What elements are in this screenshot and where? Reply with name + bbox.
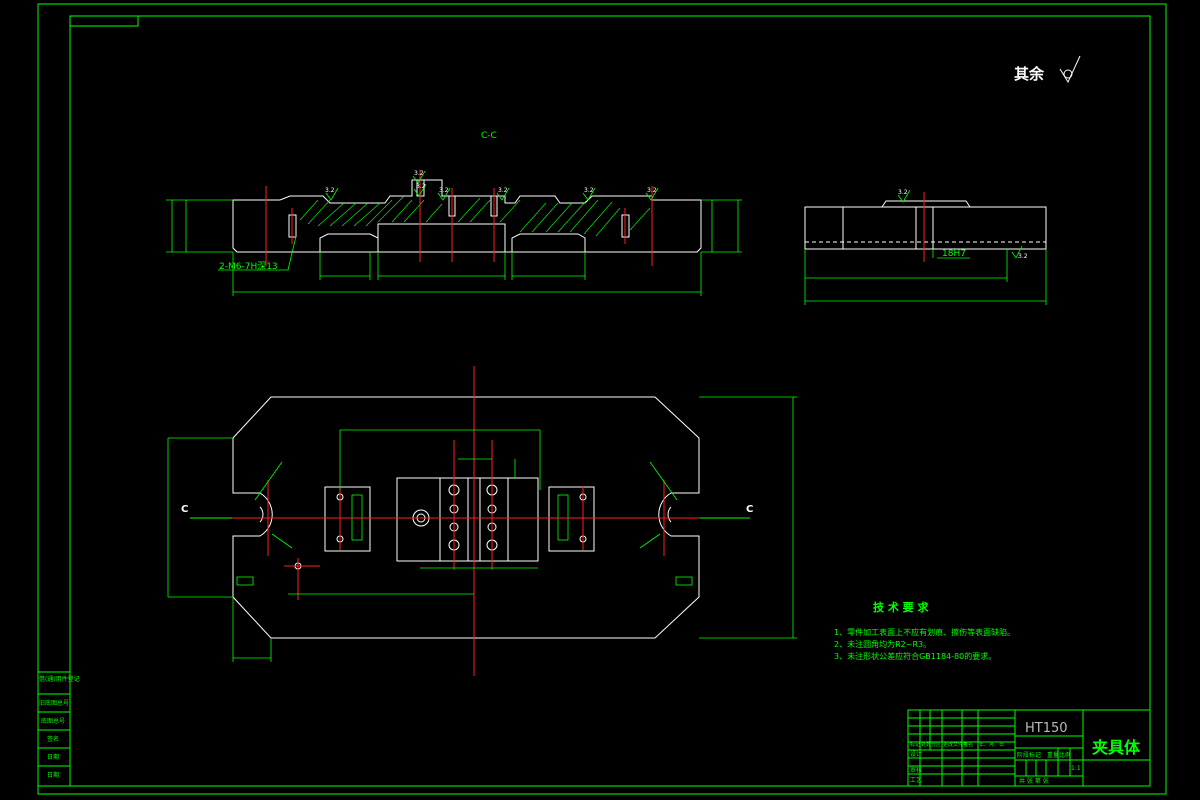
tb-role-0: 设计	[910, 750, 922, 758]
tech-requirements: 技 术 要 求 1、零件加工表面上不应有划痕、擦伤等表面缺陷。 2、未注圆角均为…	[834, 600, 1015, 661]
tb-row-label-2: 分区	[931, 741, 941, 748]
material-label: HT150	[1025, 721, 1068, 736]
tb-row-label-4: 签名	[963, 741, 973, 748]
title-block	[907, 709, 1151, 787]
tb-sheet-info: 共 张 第 张	[1019, 777, 1049, 785]
front-roughness-0: 3.2	[325, 187, 335, 194]
tb-stage-2: 比例	[1059, 751, 1071, 759]
tech-item-1: 2、未注圆角均为R2~R3。	[834, 639, 931, 649]
strip-label-4: 日期	[47, 753, 59, 761]
section-label: C-C	[481, 131, 497, 141]
thread-note: 2-M6-7H深13	[219, 261, 278, 272]
front-roughness-4: 3.2	[584, 187, 594, 194]
tb-row-label-0: 标记	[910, 741, 920, 748]
tb-role-2: 工艺	[910, 776, 922, 784]
side-roughness-top: 3.2	[898, 189, 908, 196]
bore-fit-label: 18H7	[942, 249, 966, 259]
outer-frame	[37, 3, 1167, 795]
front-roughness-6: 3.2	[414, 170, 424, 177]
tb-stage-0: 阶段标记	[1017, 751, 1041, 759]
tb-row-label-5: 年、月、日	[979, 741, 1004, 748]
tb-row-label-1: 处数	[921, 741, 931, 748]
front-roughness-marks: 3.2 3.2 3.2 3.2 3.2 3.2 3.2	[325, 170, 659, 201]
tech-item-0: 1、零件加工表面上不应有划痕、擦伤等表面缺陷。	[834, 627, 1015, 637]
left-strip: 借(通)用件登记 旧底图总号 底图总号 签名 日期 日期	[37, 671, 80, 787]
strip-label-1: 旧底图总号	[39, 699, 69, 707]
inner-frame	[69, 15, 1151, 787]
front-roughness-5: 3.2	[647, 187, 657, 194]
strip-label-0: 借(通)用件登记	[39, 675, 80, 683]
tb-row-label-3: 更改文件号	[943, 741, 968, 748]
front-roughness-1: 3.2	[416, 183, 426, 190]
roughness-symbol-icon	[1059, 55, 1081, 84]
side-view	[804, 189, 1047, 305]
part-name: 夹具体	[1092, 738, 1141, 757]
tech-item-2: 3、未注形状公差应符合GB1184-80的要求。	[834, 651, 996, 661]
strip-label-3: 签名	[47, 735, 59, 743]
section-mark-right: C	[746, 504, 753, 515]
tb-scale: 1:1	[1071, 765, 1081, 772]
front-roughness-2: 3.2	[439, 187, 449, 194]
roughness-note: 其余	[1014, 65, 1045, 83]
side-roughness-main: 3.2	[1018, 253, 1028, 260]
front-section-view	[166, 170, 742, 296]
strip-label-2: 底图总号	[41, 717, 65, 725]
section-mark-left: C	[181, 504, 188, 515]
section-hatch	[299, 195, 651, 237]
plan-view	[167, 366, 797, 676]
strip-label-5: 日期	[47, 771, 59, 779]
tb-role-1: 审核	[910, 766, 922, 774]
tech-title: 技 术 要 求	[873, 600, 929, 614]
front-roughness-3: 3.2	[498, 187, 508, 194]
tb-stage-1: 重量	[1047, 751, 1059, 759]
corner-code-box	[69, 15, 139, 27]
